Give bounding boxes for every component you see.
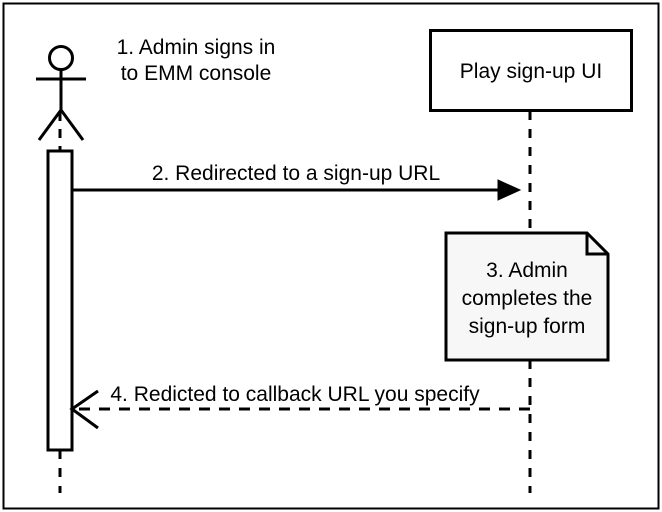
message-2-arrowhead-filled: [497, 179, 522, 201]
actor-head-icon: [48, 45, 74, 71]
participant-label-play-signup-ui: Play sign-up UI: [460, 60, 602, 83]
note-step-3-body: [444, 231, 610, 362]
actor-stick-figure: [36, 45, 86, 141]
message-2-label: 2. Redirected to a sign-up URL: [152, 162, 440, 185]
actor-right-leg-icon: [59, 109, 85, 141]
actor-left-leg-icon: [37, 109, 63, 141]
note-step-3-fold-icon: [585, 233, 608, 256]
message-4-arrowhead-open: [69, 389, 99, 430]
message-4-label: 4. Redicted to callback URL you specify: [110, 383, 480, 406]
note-step-3-line-2: completes the: [462, 287, 593, 310]
step-1-label-line-1: 1. Admin signs in: [117, 36, 276, 59]
actor-activation-bar: [46, 149, 74, 452]
note-step-3: 3. Admin completes the sign-up form: [444, 231, 610, 362]
participant-box-play-signup-ui[interactable]: [429, 29, 633, 112]
note-step-3-line-1: 3. Admin: [486, 259, 568, 282]
note-step-3-line-3: sign-up form: [469, 315, 586, 338]
step-1-label-line-2: to EMM console: [121, 62, 272, 85]
